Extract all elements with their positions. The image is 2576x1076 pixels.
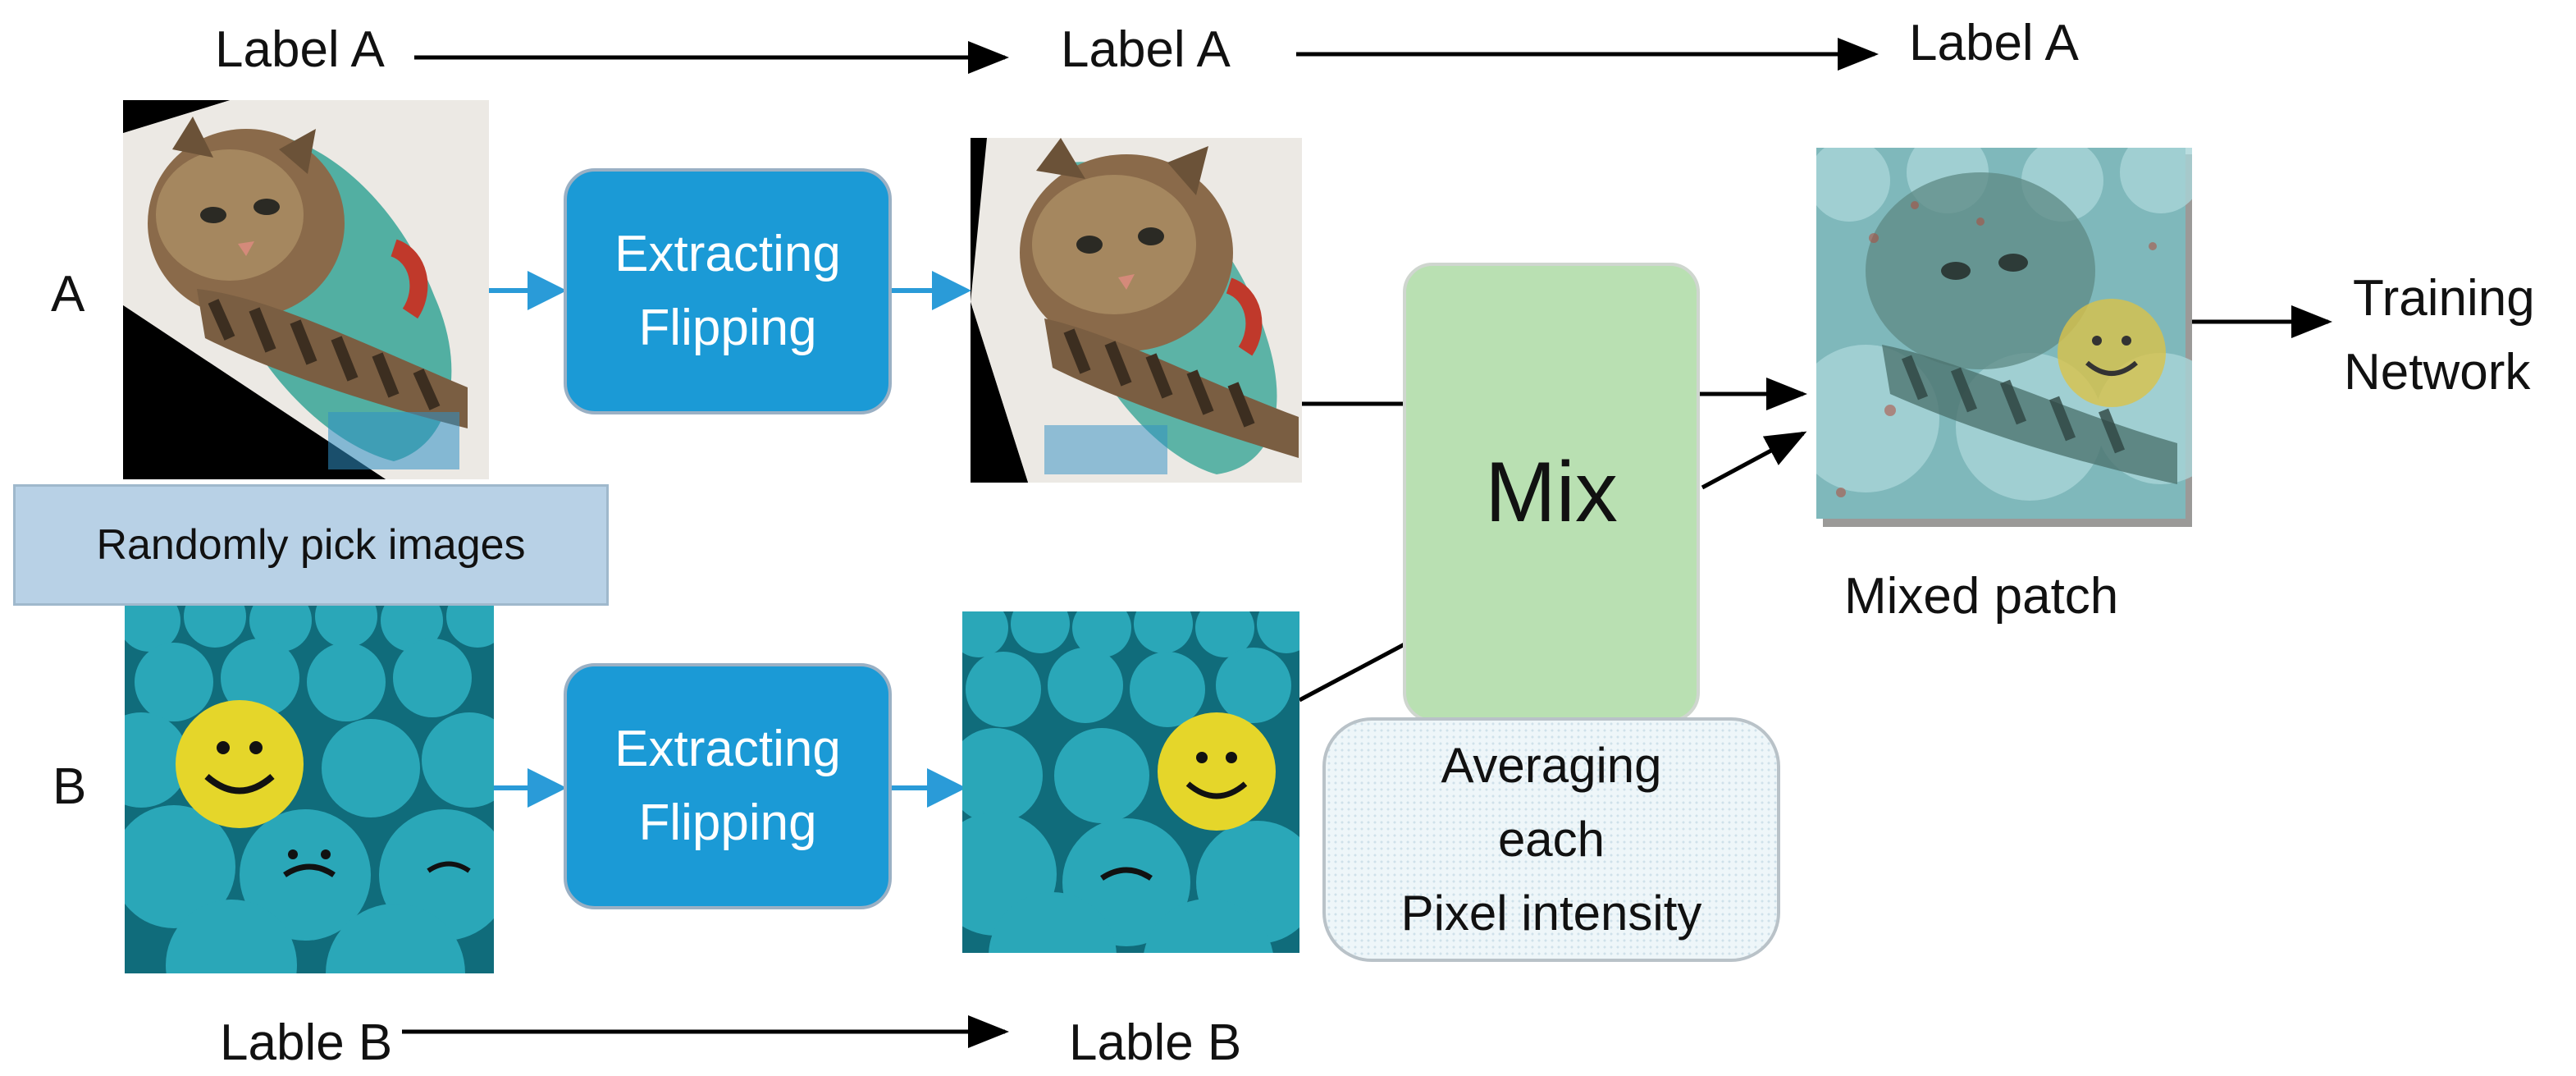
extract-flip-b-line1: Extracting — [614, 721, 841, 778]
smiley-processed-image — [962, 611, 1299, 953]
extract-flip-box-b: Extracting Flipping — [564, 663, 892, 909]
averaging-box: Averaging each Pixel intensity — [1322, 717, 1780, 962]
smiley-balls-photo — [125, 604, 494, 973]
top-label-1: Label A — [215, 21, 385, 78]
mixed-patch-caption: Mixed patch — [1844, 568, 2119, 625]
random-pick-banner: Randomly pick images — [13, 484, 609, 606]
training-network-line1: Training — [2353, 270, 2535, 327]
bottom-label-1: Lable B — [220, 1014, 393, 1071]
smiley-balls-photo-flipped — [962, 611, 1299, 953]
averaging-line2: each — [1497, 812, 1605, 867]
b-to-mix-line — [1298, 642, 1406, 703]
smiley-input-image — [125, 604, 494, 973]
top-label-3: Label A — [1909, 15, 2079, 71]
training-network-line2: Network — [2344, 344, 2531, 401]
extract-flip-b-line2: Flipping — [638, 794, 817, 851]
cat-input-image — [123, 100, 489, 479]
random-pick-label: Randomly pick images — [96, 521, 526, 569]
mix-box: Mix — [1403, 263, 1700, 722]
row-label-a: A — [51, 266, 85, 323]
top-label-2: Label A — [1061, 21, 1231, 78]
averaging-line1: Averaging — [1441, 738, 1662, 793]
bottom-label-2: Lable B — [1069, 1014, 1242, 1071]
mix-out-arrow-2 — [1701, 431, 1807, 490]
extract-flip-box-a: Extracting Flipping — [564, 168, 892, 414]
cat-photo-rotated — [123, 100, 489, 479]
averaging-line3: Pixel intensity — [1400, 886, 1702, 941]
mixed-patch-image — [1816, 148, 2192, 527]
cat-processed-image — [971, 138, 1302, 483]
mixed-cat-smiley-patch — [1816, 148, 2192, 527]
row-label-b: B — [53, 758, 87, 815]
mix-label: Mix — [1485, 444, 1618, 540]
extract-flip-a-line1: Extracting — [614, 226, 841, 283]
cat-photo-flipped — [971, 138, 1302, 483]
extract-flip-a-line2: Flipping — [638, 300, 817, 356]
